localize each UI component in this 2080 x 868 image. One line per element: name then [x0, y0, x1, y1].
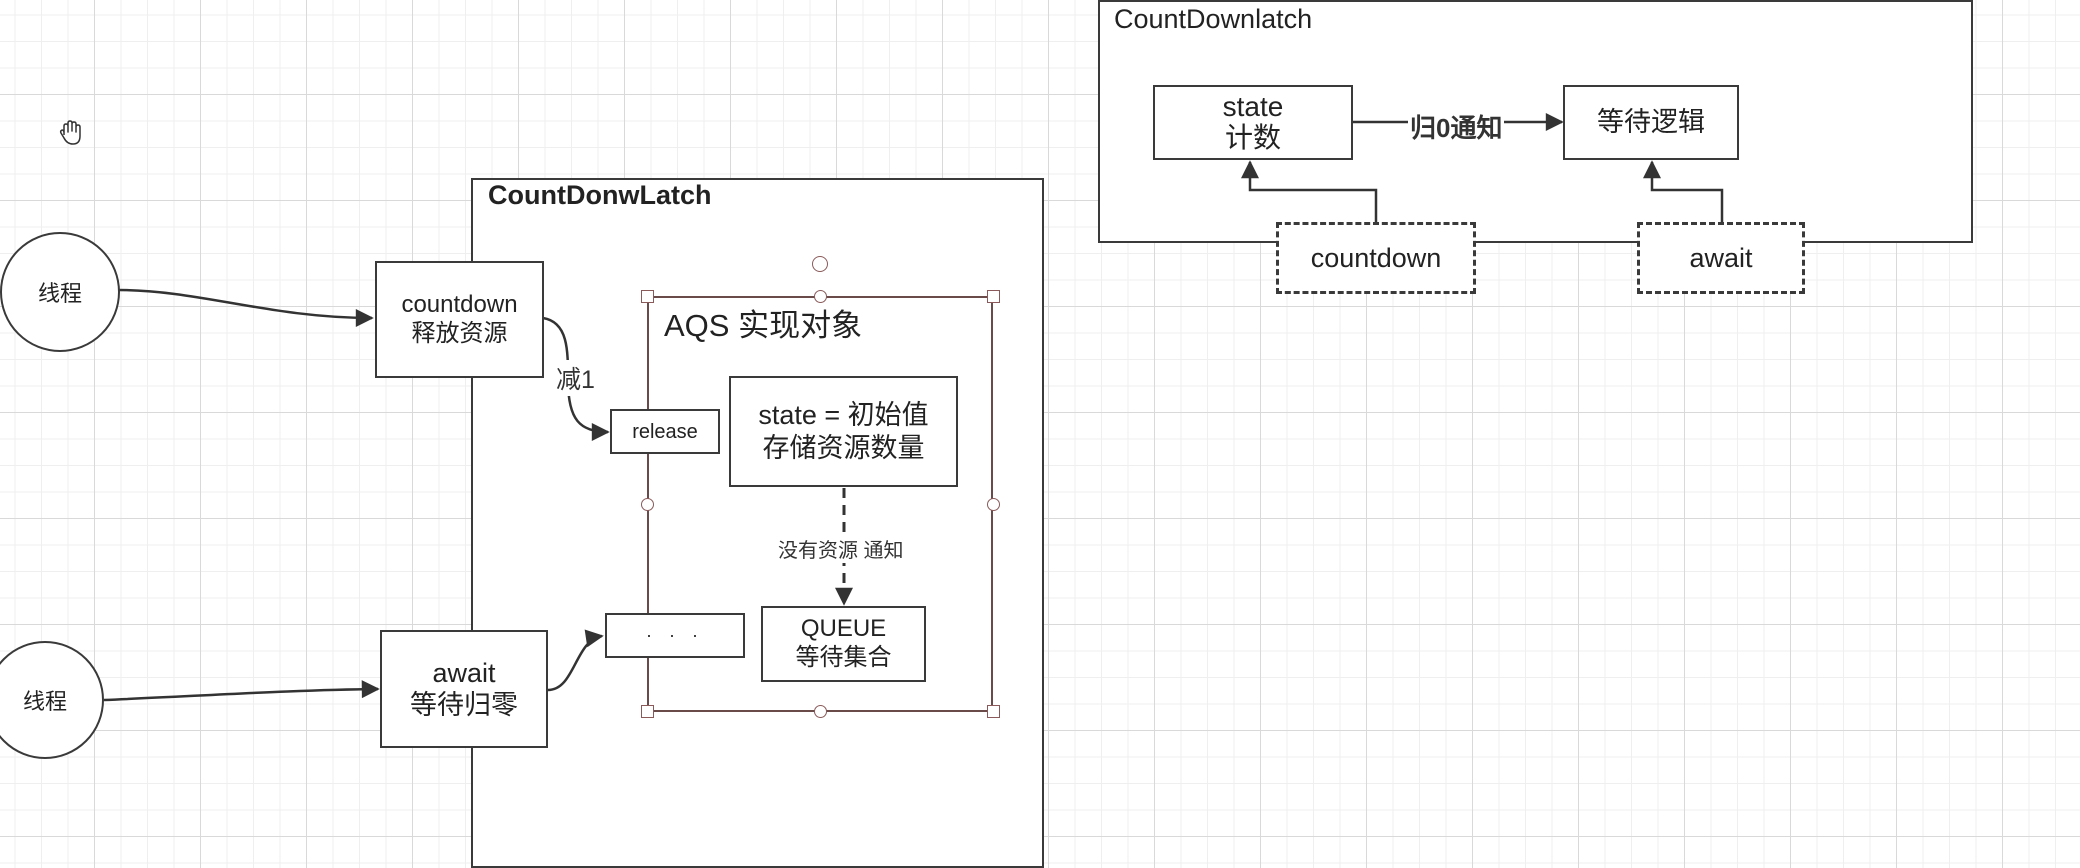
countdown-release-line1: countdown	[401, 290, 518, 318]
ellipsis-box[interactable]: · · ·	[605, 613, 745, 658]
release-label: release	[632, 420, 698, 443]
selection-handle-top[interactable]	[814, 290, 827, 303]
wait-logic-label: 等待逻辑	[1597, 107, 1705, 138]
rotate-handle[interactable]	[812, 256, 828, 272]
countdown-release-line2: 释放资源	[411, 319, 508, 347]
state-initial-line2: 存储资源数量	[762, 432, 925, 463]
queue-line2: 等待集合	[795, 644, 892, 671]
thread-bottom-label: 线程	[22, 689, 67, 714]
queue-line1: QUEUE	[800, 615, 887, 643]
countdown-release-box[interactable]: countdown 释放资源	[375, 261, 544, 378]
selection-handle-tr[interactable]	[987, 290, 1000, 303]
release-box[interactable]: release	[610, 409, 720, 454]
hand-grab-icon	[56, 118, 86, 148]
selection-handle-br[interactable]	[987, 705, 1000, 718]
thread-top-label: 线程	[37, 281, 82, 306]
right-countdown-box[interactable]: countdown	[1276, 222, 1476, 294]
thread-bottom-node[interactable]: 线程	[0, 641, 104, 759]
right-state-line2: 计数	[1224, 121, 1281, 153]
edge-label-no-resource-notify: 没有资源 通知	[774, 534, 908, 563]
wait-logic-box[interactable]: 等待逻辑	[1563, 85, 1739, 160]
selection-handle-bl[interactable]	[641, 705, 654, 718]
selection-handle-tl[interactable]	[641, 290, 654, 303]
thread-top-node[interactable]: 线程	[0, 232, 120, 352]
ellipsis-label: · · ·	[646, 624, 704, 645]
countdownlatch-container[interactable]	[471, 178, 1044, 868]
right-state-count-box[interactable]: state 计数	[1153, 85, 1353, 160]
await-wait-zero-line1: await	[432, 657, 496, 688]
queue-wait-set-box[interactable]: QUEUE 等待集合	[761, 606, 926, 682]
edge-thread-top-to-countdown	[117, 288, 374, 327]
aqs-object-title: AQS 实现对象	[664, 308, 863, 343]
edge-thread-bottom-to-await	[103, 680, 380, 702]
await-wait-zero-box[interactable]: await 等待归零	[380, 630, 548, 748]
right-await-box[interactable]: await	[1637, 222, 1805, 294]
state-initial-value-box[interactable]: state = 初始值 存储资源数量	[729, 376, 958, 487]
state-initial-line1: state = 初始值	[758, 400, 929, 431]
right-countdown-label: countdown	[1310, 242, 1442, 273]
edge-label-zero-notify: 归0通知	[1408, 108, 1505, 145]
selection-handle-right[interactable]	[987, 498, 1000, 511]
edge-label-minus-one: 减1	[554, 360, 597, 396]
selection-handle-left[interactable]	[641, 498, 654, 511]
right-container-title: CountDownlatch	[1114, 4, 1313, 34]
selection-handle-bottom[interactable]	[814, 705, 827, 718]
countdownlatch-container-title: CountDonwLatch	[488, 180, 712, 210]
right-await-label: await	[1689, 242, 1753, 273]
await-wait-zero-line2: 等待归零	[410, 690, 518, 720]
right-state-line1: state	[1222, 90, 1284, 122]
